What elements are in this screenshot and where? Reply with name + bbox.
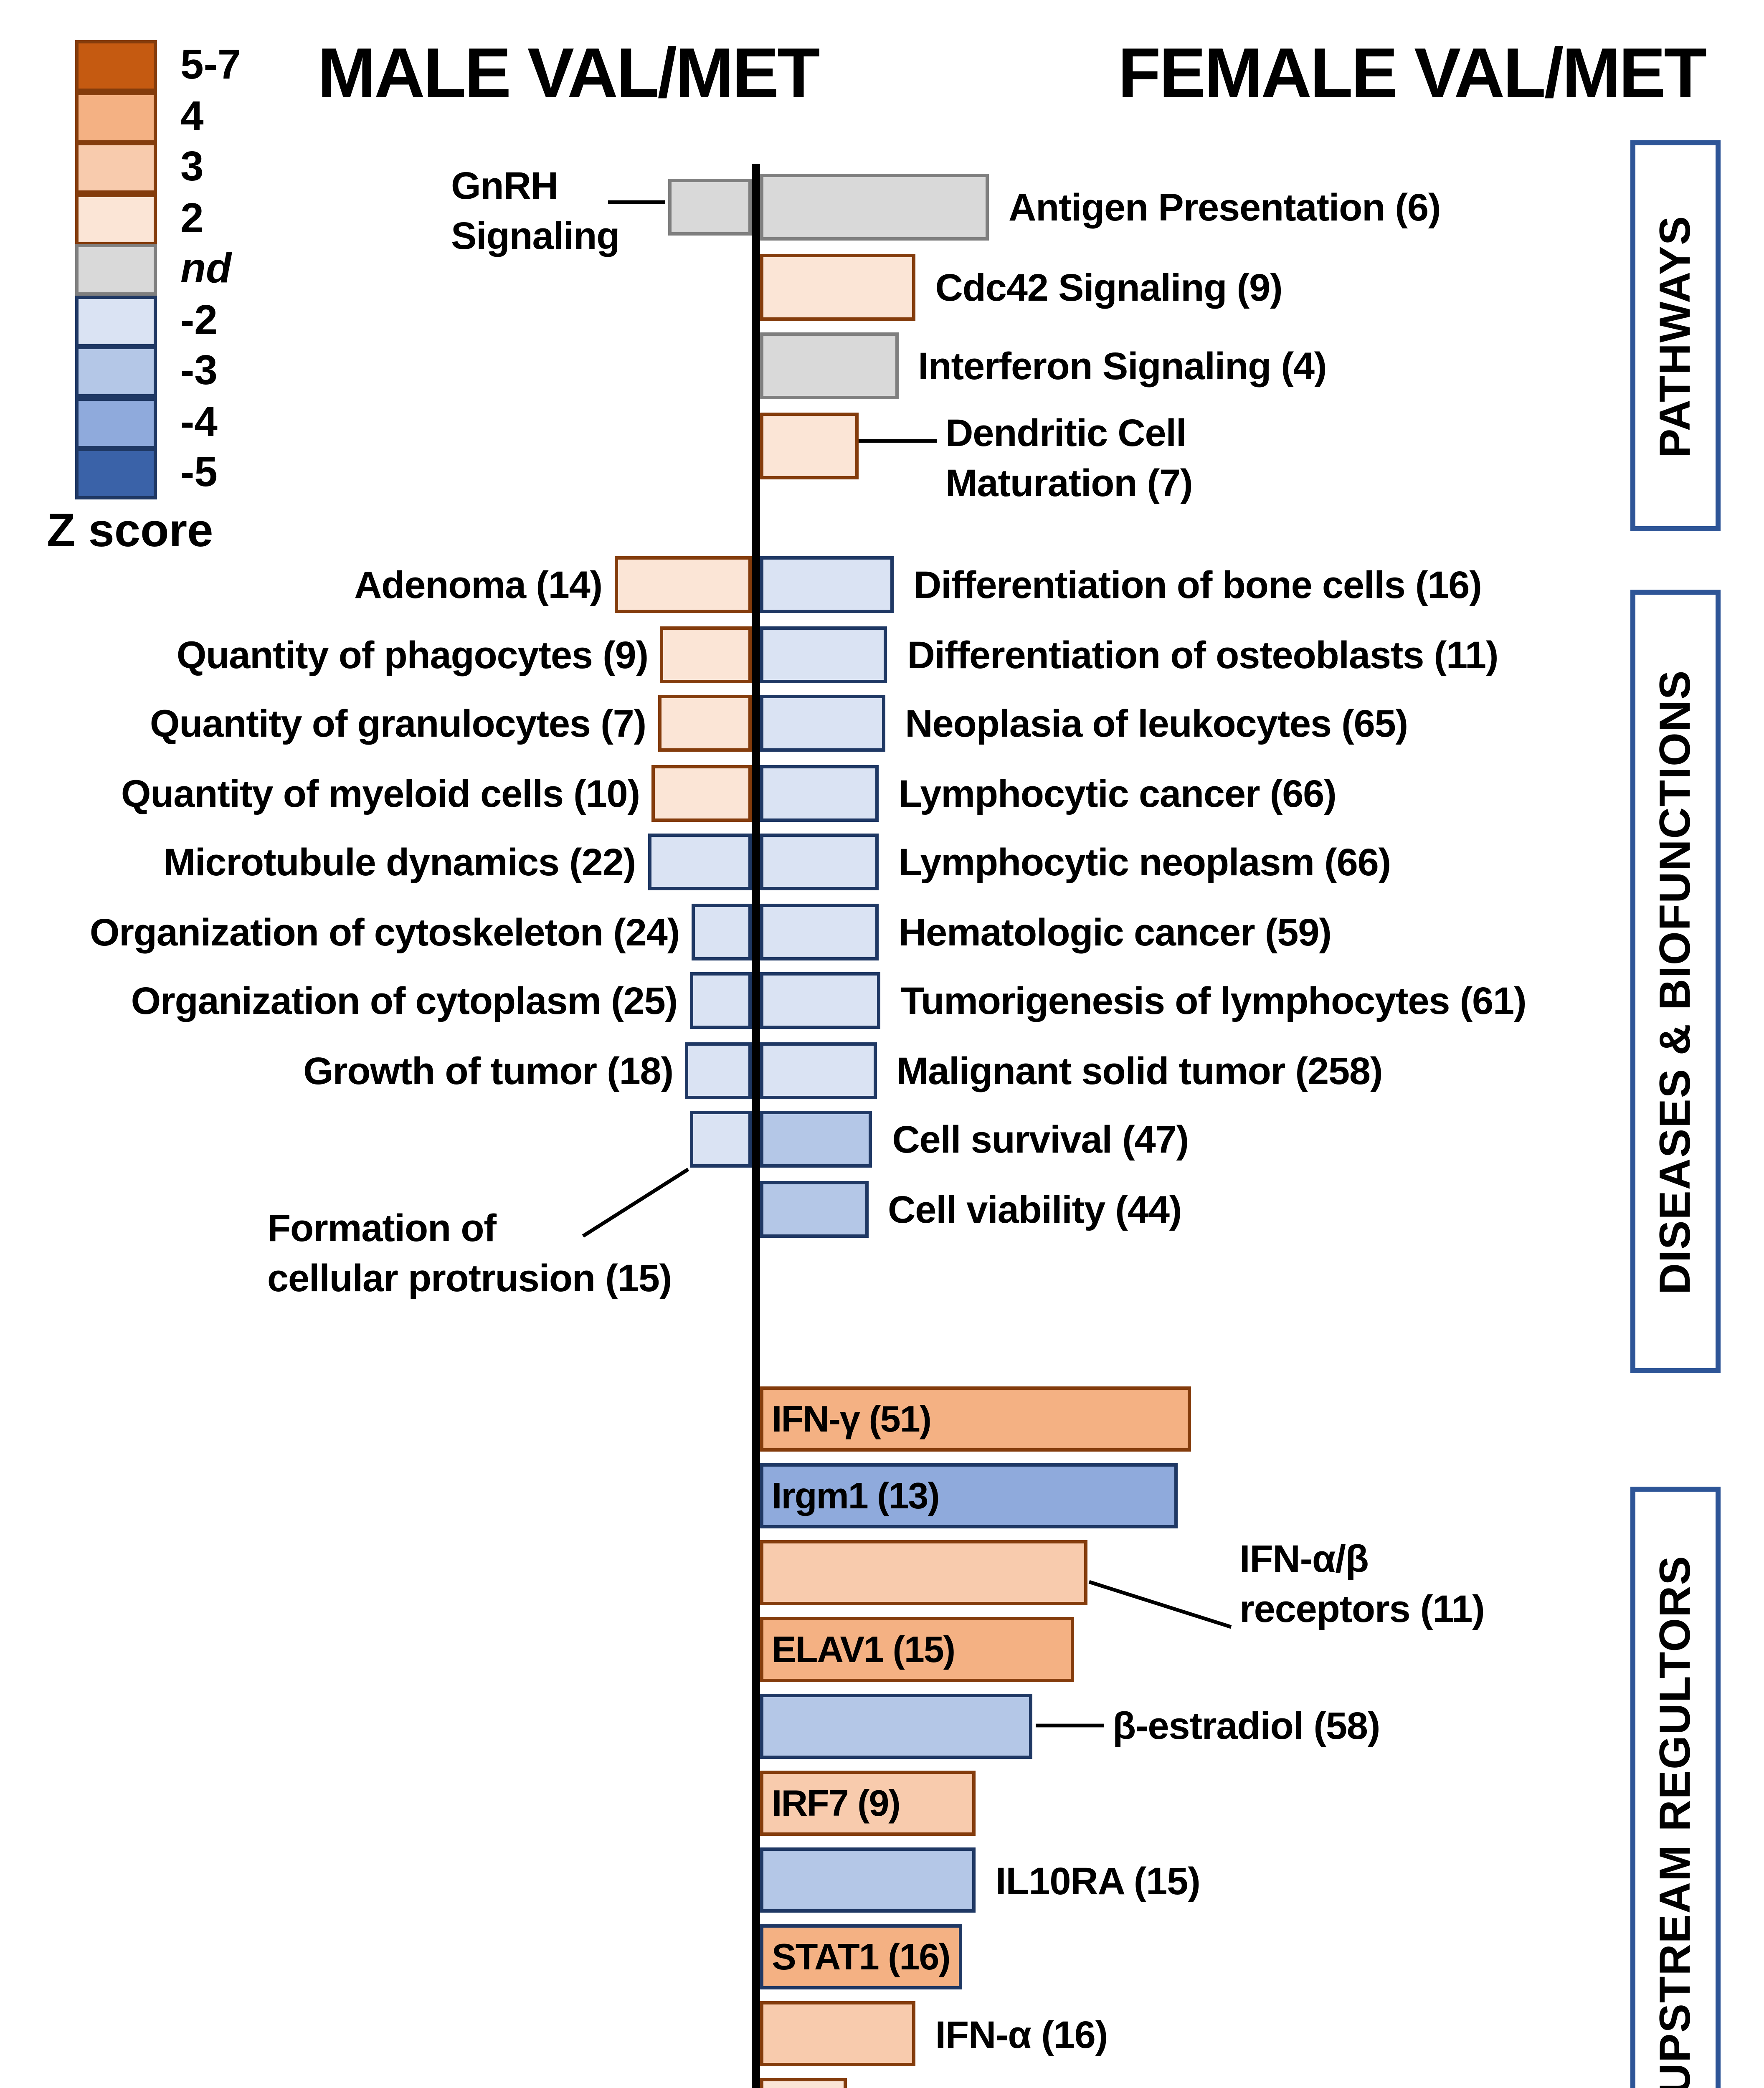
label-quantity-of-phagocytes-9: Quantity of phagocytes (9) — [176, 632, 649, 676]
bar-formation-of-cellular-protrusion-15 — [689, 1111, 752, 1168]
label-estradiol-58: β-estradiol (58) — [1113, 1704, 1380, 1747]
bar-quantity-of-myeloid-cells-10 — [651, 764, 752, 821]
label-malignant-solid-tumor-258: Malignant solid tumor (258) — [896, 1048, 1383, 1092]
bar-quantity-of-phagocytes-9 — [660, 626, 752, 682]
bar-ifn-16 — [760, 2001, 915, 2066]
bar-ifn-51 — [760, 1386, 1191, 1452]
legend-label-4: 4 — [180, 93, 204, 139]
bar-lymphocytic-cancer-66 — [760, 764, 879, 821]
section-label-upstream: UPSTREAM REGULTORS — [1650, 1555, 1700, 2088]
legend-swatch-2 — [75, 295, 157, 347]
legend-swatch-3 — [75, 142, 157, 194]
bar-malignant-solid-tumor-258 — [760, 1041, 877, 1098]
bar-quantity-of-granulocytes-7 — [658, 695, 752, 752]
bar-ifn-receptors-11 — [760, 1540, 1088, 1605]
bar-irf7-9 — [760, 1771, 976, 1836]
legend-label-2: 2 — [180, 195, 204, 241]
section-box-upstream: UPSTREAM REGULTORS — [1630, 1487, 1721, 2088]
label-cell-viability-44: Cell viability (44) — [888, 1187, 1182, 1230]
label-stat1-16: STAT1 (16) — [772, 1935, 951, 1977]
legend-title: Z score — [47, 504, 213, 556]
bar-growth-of-tumor-18 — [685, 1041, 752, 1098]
legend-label-5-7: 5-7 — [180, 42, 241, 89]
bar-hematologic-cancer-59 — [760, 903, 879, 960]
label-lymphocytic-cancer-66: Lymphocytic cancer (66) — [898, 771, 1337, 814]
label-tumorigenesis-of-lymphocytes-61: Tumorigenesis of lymphocytes (61) — [900, 979, 1527, 1022]
legend-label-4: -4 — [180, 398, 218, 445]
label-lymphocytic-neoplasm-66: Lymphocytic neoplasm (66) — [898, 840, 1391, 884]
legend-swatch-2 — [75, 193, 157, 245]
label-irgm1-13: Irgm1 (13) — [772, 1474, 940, 1516]
bar-stat1-16 — [760, 1924, 963, 1989]
section-label-pathways: PATHWAYS — [1650, 214, 1700, 457]
label-adenoma-14: Adenoma (14) — [354, 563, 603, 606]
label-antigen-presentation-6: Antigen Presentation (6) — [1008, 185, 1441, 229]
label-quantity-of-granulocytes-7: Quantity of granulocytes (7) — [150, 702, 646, 745]
bar-lymphocytic-neoplasm-66 — [760, 834, 879, 890]
bar-tumorigenesis-of-lymphocytes-61 — [760, 972, 881, 1029]
section-box-pathways: PATHWAYS — [1630, 140, 1721, 531]
legend-label-5: -5 — [180, 449, 218, 496]
legend-swatch-5-7 — [75, 40, 157, 92]
bar-organization-of-cytoplasm-25 — [689, 972, 752, 1029]
bar-adenoma-14 — [614, 556, 752, 613]
legend-label-2: -2 — [180, 296, 218, 343]
label-differentiation-of-bone-cells-16: Differentiation of bone cells (16) — [913, 563, 1482, 606]
label-ifn-16: IFN-α (16) — [935, 2012, 1108, 2055]
bar-organization-of-cytoskeleton-24 — [691, 903, 752, 960]
label-irf7-9: IRF7 (9) — [772, 1781, 901, 1823]
legend-swatch-4 — [75, 91, 157, 143]
section-box-diseases: DISEASES & BIOFUNCTIONS — [1630, 590, 1721, 1373]
label-ifn-51: IFN-γ (51) — [772, 1397, 932, 1439]
male-title: MALE VAL/MET — [317, 33, 820, 112]
legend-swatch-5 — [75, 448, 157, 499]
bar-differentiation-of-bone-cells-16 — [760, 556, 894, 613]
bar-elav1-15 — [760, 1617, 1075, 1682]
connector-ifn-receptors-11 — [1088, 1580, 1232, 1629]
label-organization-of-cytoplasm-25: Organization of cytoplasm (25) — [131, 979, 678, 1022]
legend-swatch-4 — [75, 397, 157, 449]
label-elav1-15: ELAV1 (15) — [772, 1628, 956, 1670]
bar-gnrh-signaling — [668, 179, 752, 236]
section-label-diseases: DISEASES & BIOFUNCTIONS — [1650, 669, 1700, 1294]
label-organization-of-cytoskeleton-24: Organization of cytoskeleton (24) — [89, 910, 680, 953]
legend-swatch-3 — [75, 346, 157, 398]
label-quantity-of-myeloid-cells-10: Quantity of myeloid cells (10) — [121, 771, 640, 814]
center-axis-line — [752, 164, 760, 2088]
label-differentiation-of-osteoblasts-11: Differentiation of osteoblasts (11) — [907, 632, 1498, 676]
label-cell-survival-47: Cell survival (47) — [892, 1117, 1189, 1161]
bar-neoplasia-of-leukocytes-65 — [760, 695, 885, 752]
legend-label-3: -3 — [180, 347, 218, 394]
label-il10ra-15: IL10RA (15) — [996, 1858, 1201, 1902]
legend-label-nd: nd — [180, 246, 232, 292]
bar-cdc42-signaling-9 — [760, 253, 915, 320]
label-neoplasia-of-leukocytes-65: Neoplasia of leukocytes (65) — [905, 702, 1408, 745]
label-growth-of-tumor-18: Growth of tumor (18) — [303, 1048, 674, 1092]
bar-dendritic-cell-maturation-7 — [760, 412, 859, 479]
legend-swatch-nd — [75, 244, 157, 296]
bar-cell-viability-44 — [760, 1180, 868, 1237]
bar-il10ra-15 — [760, 1847, 976, 1913]
bar-estradiol-58 — [760, 1694, 1032, 1759]
bar-microtubule-dynamics-22 — [647, 834, 752, 890]
female-title: FEMALE VAL/MET — [1118, 33, 1707, 112]
label-cdc42-signaling-9: Cdc42 Signaling (9) — [935, 265, 1283, 308]
bar-antigen-presentation-6 — [760, 174, 988, 241]
bar-interferon-signaling-4 — [760, 332, 898, 399]
bar-differentiation-of-osteoblasts-11 — [760, 626, 887, 682]
label-hematologic-cancer-59: Hematologic cancer (59) — [898, 910, 1332, 953]
bar-irgm1-13 — [760, 1463, 1178, 1528]
bar-srf-10 — [760, 2078, 847, 2088]
bar-cell-survival-47 — [760, 1111, 872, 1168]
label-microtubule-dynamics-22: Microtubule dynamics (22) — [163, 840, 636, 884]
legend-label-3: 3 — [180, 144, 204, 190]
label-interferon-signaling-4: Interferon Signaling (4) — [918, 344, 1327, 388]
